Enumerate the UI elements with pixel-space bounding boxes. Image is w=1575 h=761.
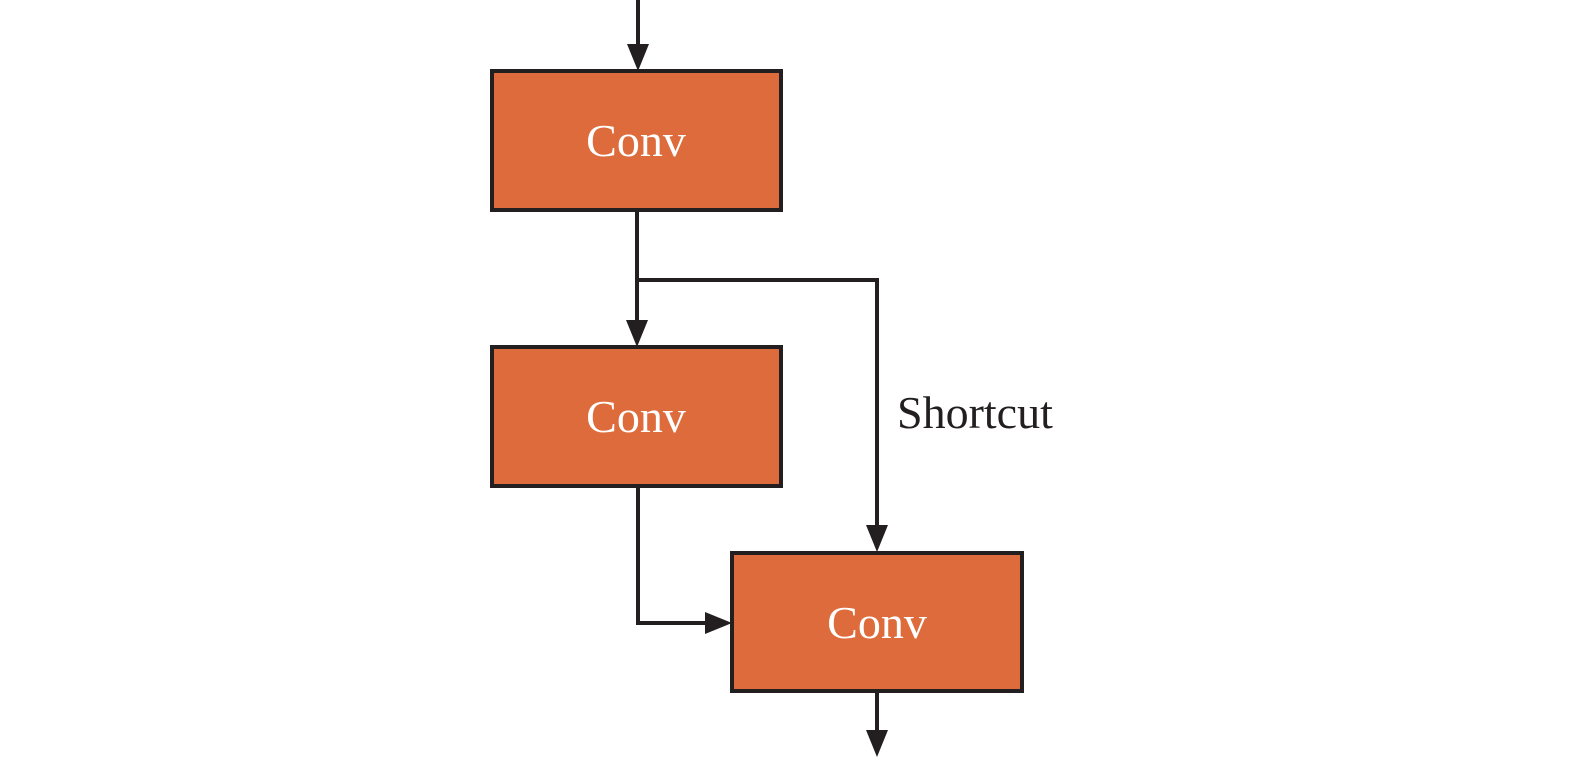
connector-shortcut: [637, 278, 879, 525]
conv-box-2: [490, 345, 783, 488]
connector-conv2-to-conv3: [636, 486, 705, 625]
arrow-down-icon: [866, 525, 888, 552]
conv-box-2-label: Conv: [586, 391, 686, 442]
arrow-down-icon: [866, 730, 888, 757]
arrow-right-icon: [705, 612, 732, 634]
conv-box-3: [730, 551, 1024, 693]
conv-box-3-label: Conv: [827, 597, 927, 648]
arrow-down-icon: [626, 320, 648, 347]
arrow-down-icon: [627, 44, 649, 71]
conv-box-1-label: Conv: [586, 115, 686, 166]
conv-box-1: [490, 69, 783, 212]
shortcut-label: Shortcut: [897, 387, 1053, 438]
